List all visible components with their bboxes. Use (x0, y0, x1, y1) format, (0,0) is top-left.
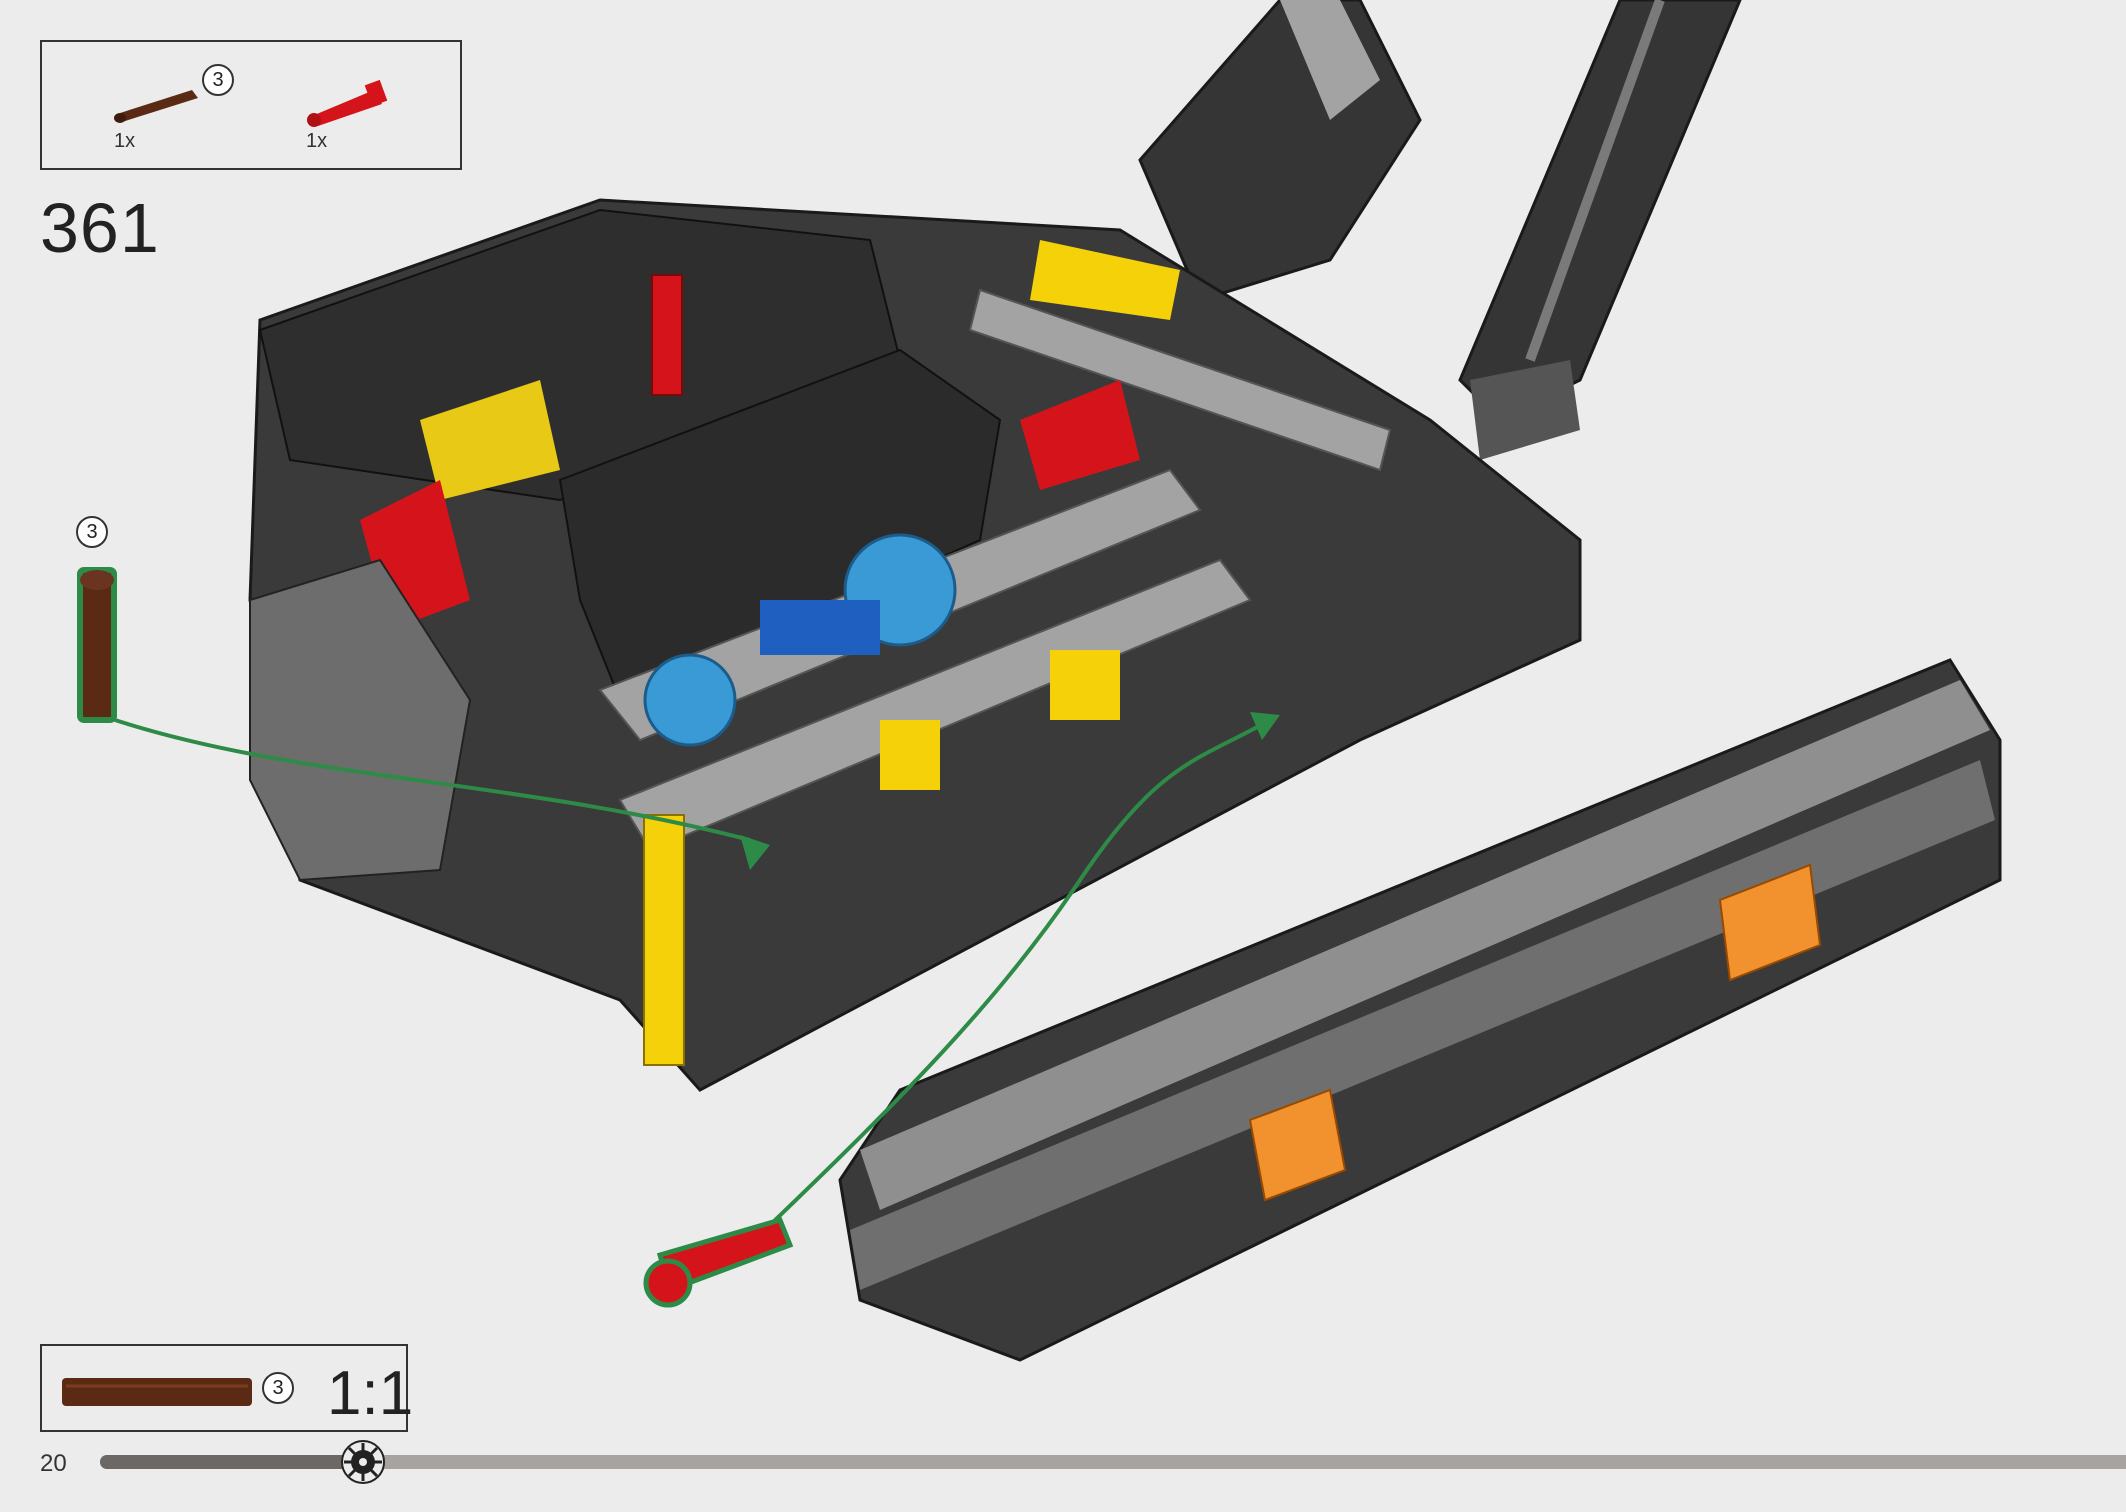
excavator-boom (1138, 0, 1742, 460)
red-pin-arrow (768, 718, 1271, 1227)
progress-gear-icon (341, 1440, 386, 1484)
scale-reference-box: 3 1:1 (40, 1344, 413, 1432)
scale-ratio: 1:1 (327, 1359, 414, 1428)
page-number: 20 (40, 1450, 67, 1477)
assembly-arrows (114, 718, 1271, 1227)
arrow-head (1250, 712, 1280, 740)
red-pin-icon (304, 78, 394, 133)
brown-axle-part (77, 567, 117, 723)
progress-fill (100, 1455, 364, 1469)
brown-axle-arrow (114, 718, 751, 842)
part-quantity: 1x (114, 130, 136, 152)
arrow-head (740, 835, 770, 870)
excavator-track (838, 658, 2002, 1362)
part-quantity: 1x (306, 130, 328, 152)
brown-axle-icon (112, 84, 202, 129)
step-number: 361 (40, 189, 160, 267)
axle-length-callout: 3 (76, 516, 108, 548)
red-pin-part (643, 1216, 794, 1308)
excavator-superstructure (248, 198, 1582, 1092)
axle-length-badge: 3 (202, 64, 234, 96)
parts-list-box: 3 1x 1x (40, 40, 462, 170)
brown-axle-scale-icon (62, 1378, 252, 1406)
progress-bar (100, 1440, 2126, 1484)
scale-length-badge: 3 (262, 1372, 294, 1404)
